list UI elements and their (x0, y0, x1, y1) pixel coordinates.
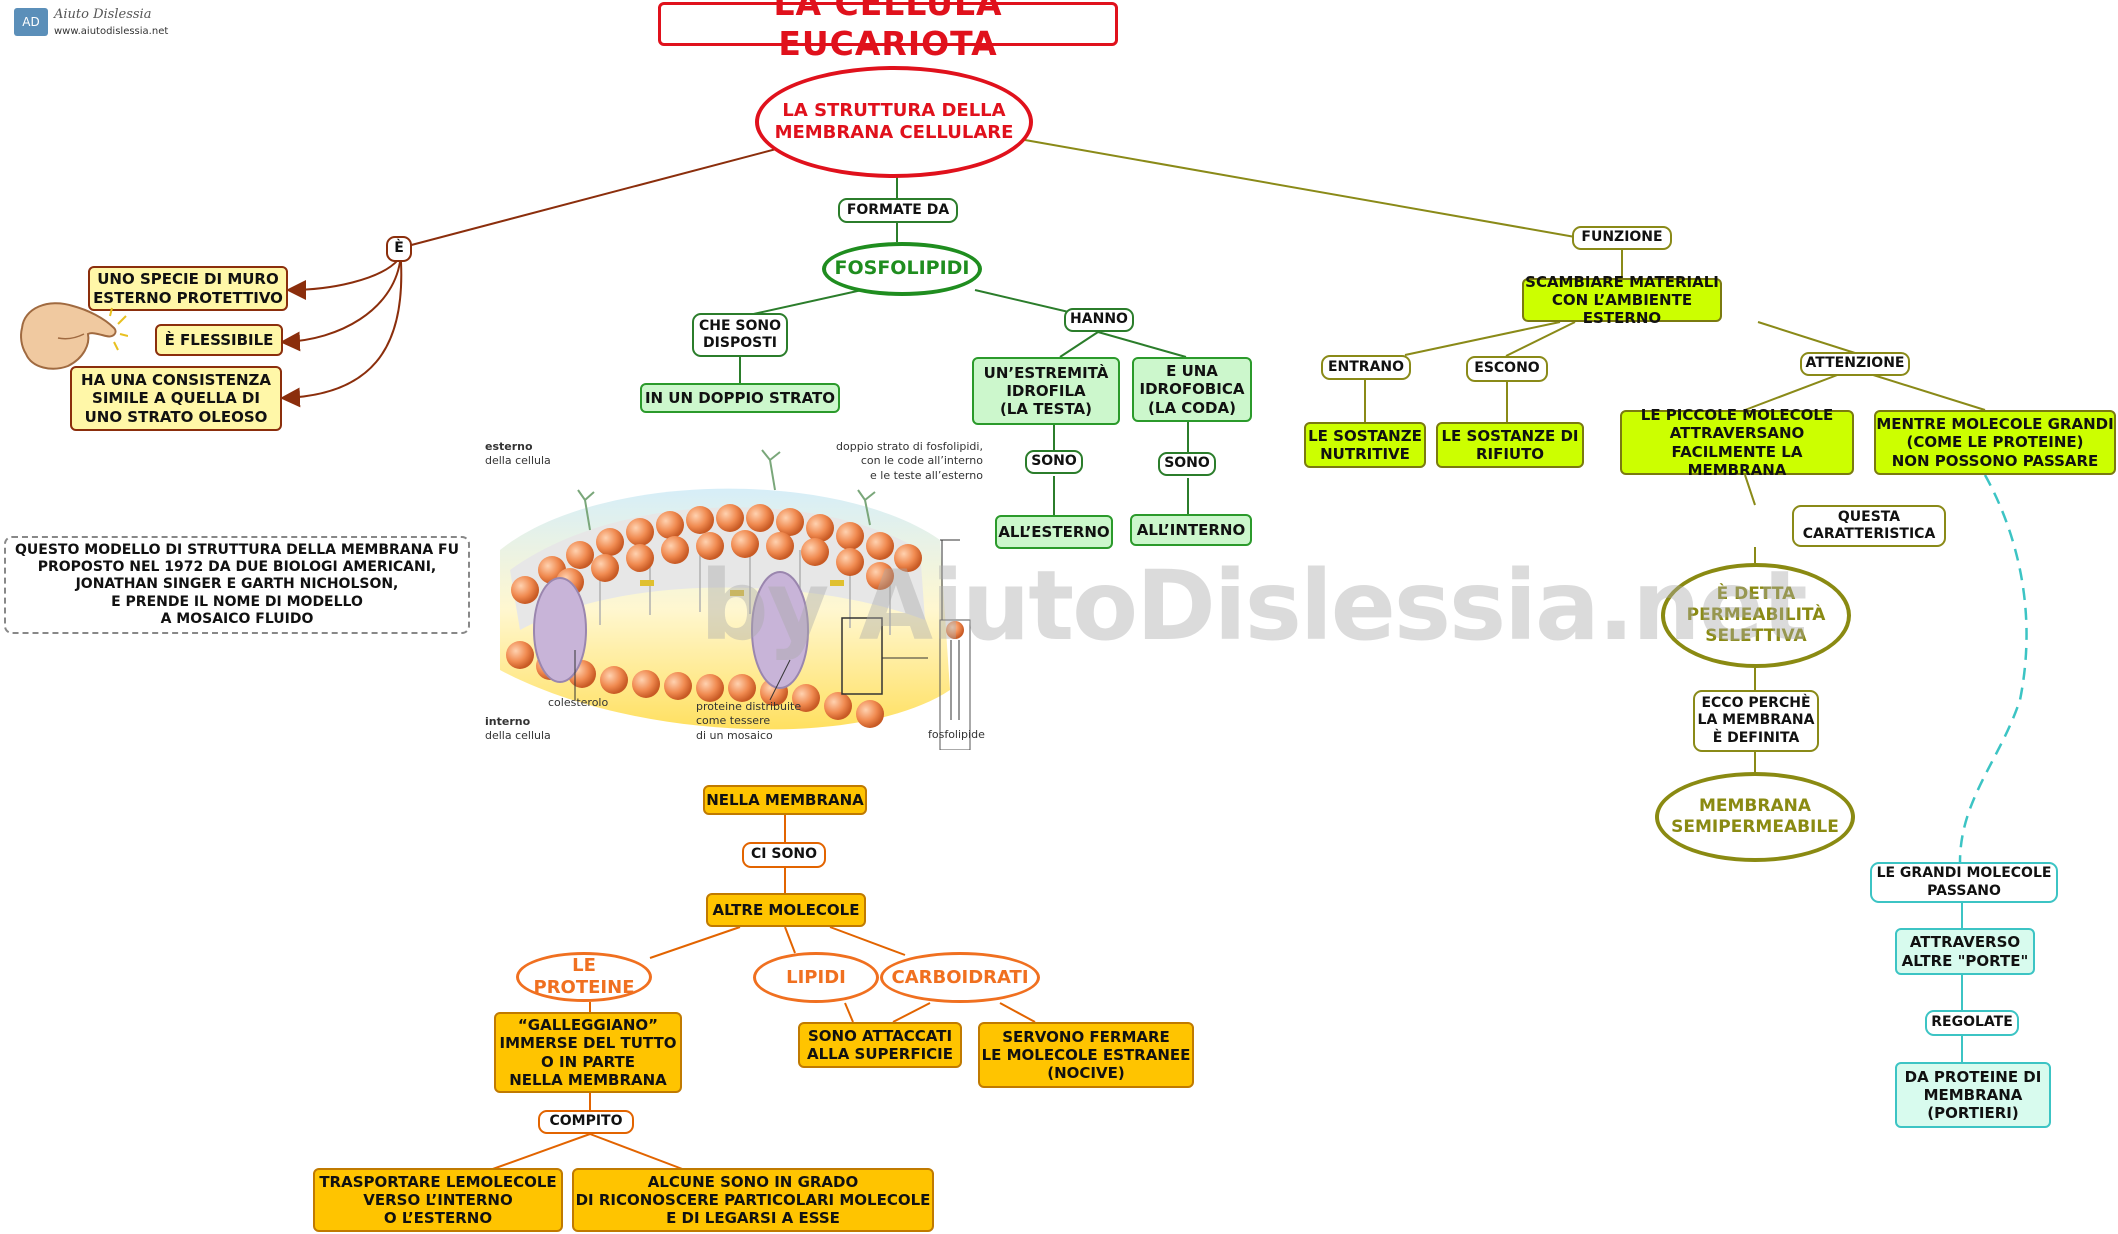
label-esterno: esterno della cellula (485, 440, 551, 468)
link-regolate: REGOLATE (1925, 1010, 2019, 1036)
label-fosfolipide: fosfolipide (928, 728, 985, 741)
node-nella-membrana: NELLA MEMBRANA (703, 785, 867, 815)
link-sono-testa: SONO (1025, 450, 1083, 474)
node-altre-porte: ATTRAVERSO ALTRE "PORTE" (1895, 928, 2035, 975)
node-scambiare-materiali: SCAMBIARE MATERIALI CON L’AMBIENTE ESTER… (1522, 273, 1722, 327)
node-proteine-portieri: DA PROTEINE DI MEMBRANA (PORTIERI) (1895, 1062, 2051, 1128)
hand-pressing-icon (20, 302, 128, 370)
node-flessibile: È FLESSIBILE (155, 324, 283, 356)
label-proteine: proteine distribuite come tessere di un … (696, 700, 802, 742)
membrane-illustration (500, 449, 971, 750)
link-entrano: ENTRANO (1321, 355, 1411, 380)
link-questa-caratteristica: QUESTA CARATTERISTICA (1792, 505, 1946, 547)
link-attenzione: ATTENZIONE (1800, 352, 1910, 376)
node-galleggiano: “GALLEGGIANO” IMMERSE DEL TUTTO O IN PAR… (494, 1012, 682, 1093)
node-servono-fermare: SERVONO FERMARE LE MOLECOLE ESTRANEE (NO… (978, 1022, 1194, 1088)
node-all-interno: ALL’INTERNO (1130, 514, 1252, 546)
link-e: È (386, 236, 412, 262)
link-grandi-molecole-passano: LE GRANDI MOLECOLE PASSANO (1870, 862, 2058, 903)
node-sostanze-nutritive: LE SOSTANZE NUTRITIVE (1304, 422, 1426, 468)
node-doppio-strato: IN UN DOPPIO STRATO (640, 383, 840, 413)
node-idrofobica: E UNA IDROFOBICA (LA CODA) (1132, 357, 1252, 422)
node-permeabilita-selettiva: È DETTA PERMEABILITÀ SELETTIVA (1661, 563, 1851, 668)
node-strato-oleoso: HA UNA CONSISTENZA SIMILE A QUELLA DI UN… (70, 366, 282, 431)
node-grandi-molecole: MENTRE MOLECOLE GRANDI (COME LE PROTEINE… (1874, 410, 2116, 475)
node-trasportare: TRASPORTARE LEMOLECOLE VERSO L’INTERNO O… (313, 1168, 563, 1232)
link-ci-sono: CI SONO (742, 842, 826, 868)
label-colesterolo: colesterolo (548, 696, 609, 709)
link-hanno: HANNO (1064, 308, 1134, 332)
link-funzione: FUNZIONE (1572, 226, 1672, 250)
logo-name: Aiuto Dislessia (54, 7, 152, 22)
link-sono-coda: SONO (1158, 452, 1216, 476)
root-membrane-structure: LA STRUTTURA DELLA MEMBRANA CELLULARE (755, 66, 1033, 178)
label-doppio-strato: doppio strato di fosfolipidi, con le cod… (836, 440, 983, 482)
node-all-esterno: ALL’ESTERNO (995, 515, 1113, 549)
node-altre-molecole: ALTRE MOLECOLE (706, 893, 866, 927)
logo-mark-icon: AD (14, 8, 48, 36)
node-sostanze-rifiuto: LE SOSTANZE DI RIFIUTO (1436, 422, 1584, 468)
node-carboidrati: CARBOIDRATI (880, 952, 1040, 1003)
note-mosaico-fluido: QUESTO MODELLO DI STRUTTURA DELLA MEMBRA… (4, 536, 470, 634)
node-membrana-semipermeabile: MEMBRANA SEMIPERMEABILE (1655, 772, 1855, 862)
site-logo[interactable]: AD Aiuto Dislessia www.aiutodislessia.ne… (14, 6, 168, 40)
page-title: LA CELLULA EUCARIOTA (658, 0, 1118, 63)
node-muro-protettivo: UNO SPECIE DI MURO ESTERNO PROTETTIVO (88, 266, 288, 311)
link-formate-da: FORMATE DA (838, 198, 958, 223)
node-piccole-molecole: LE PICCOLE MOLECOLE ATTRAVERSANO FACILME… (1620, 406, 1854, 479)
link-compito: COMPITO (538, 1110, 634, 1134)
node-lipidi: LIPIDI (753, 952, 879, 1003)
logo-url: www.aiutodislessia.net (54, 26, 169, 37)
node-fosfolipidi: FOSFOLIPIDI (822, 242, 982, 296)
node-idrofila: UN’ESTREMITÀ IDROFILA (LA TESTA) (972, 357, 1120, 425)
node-attaccati-superficie: SONO ATTACCATI ALLA SUPERFICIE (798, 1022, 962, 1068)
link-escono: ESCONO (1466, 356, 1548, 382)
link-ecco-perche: ECCO PERCHÈ LA MEMBRANA È DEFINITA (1693, 690, 1819, 752)
node-le-proteine: LE PROTEINE (516, 952, 652, 1002)
label-interno: interno della cellula (485, 715, 551, 743)
node-riconoscere: ALCUNE SONO IN GRADO DI RICONOSCERE PART… (572, 1168, 934, 1232)
link-che-sono-disposti: CHE SONO DISPOSTI (692, 313, 788, 357)
